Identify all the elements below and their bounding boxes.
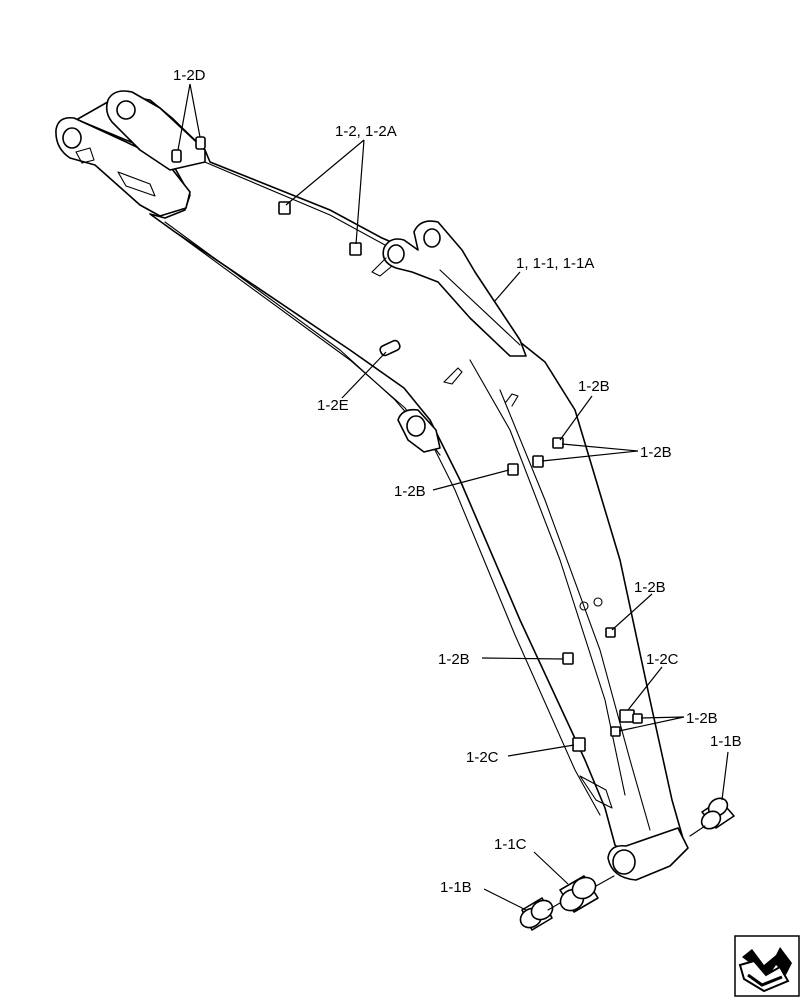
tip-bore: [612, 849, 636, 875]
leader-1-1b-right: [721, 751, 729, 801]
bracket-hook: [371, 257, 393, 277]
callout-1-2b-top: 1-2B: [578, 378, 610, 395]
block-1-2b-lowright-b: [610, 726, 621, 737]
foot-lug-left-slot: [117, 171, 156, 197]
lower-web-line: [164, 221, 601, 816]
block-1-2b-mid: [605, 627, 616, 638]
side-hole-2: [593, 597, 603, 607]
callout-1-2b-mid: 1-2B: [634, 579, 666, 596]
clip-1-2c-left: [572, 737, 586, 752]
tab-bracket-2: [505, 393, 519, 407]
grease-fitting-1-2d-b: [195, 136, 206, 150]
foot-lug-left: [55, 116, 191, 217]
leader-1-2d: [177, 83, 201, 151]
block-1-2b-lowright-a: [632, 713, 643, 724]
callout-1-1c: 1-1C: [494, 836, 527, 853]
bushing-1-1c: [559, 875, 599, 913]
bushings: [519, 797, 735, 931]
leader-1-2b-right: [541, 443, 639, 462]
leader-1-1c: [533, 851, 569, 885]
foot-lug-left-bore: [62, 127, 82, 149]
block-1-2b-right: [532, 455, 544, 468]
leader-1-2e: [341, 351, 387, 399]
callout-labels: 1-2D 1-2, 1-2A 1, 1-1, 1-1A 1-2E 1-2B 1-…: [173, 67, 742, 896]
plate-1-2-b: [349, 242, 362, 256]
callout-1-2b-lowleft: 1-2B: [438, 651, 470, 668]
bushing-1-1b-right: [700, 797, 735, 830]
callout-1-1b-left: 1-1B: [440, 879, 472, 896]
bracket-inner-line: [439, 269, 521, 346]
side-hole-1: [579, 601, 589, 611]
leader-1-2-1-2a: [285, 139, 365, 245]
leader-1-2c-right: [627, 666, 663, 711]
grease-fitting-1-2d-a: [171, 149, 182, 163]
foot-lug-left-tab: [75, 147, 95, 164]
leader-1-2b-left: [432, 469, 510, 491]
leader-1-2b-lowleft: [481, 657, 564, 660]
side-edge-line: [499, 389, 651, 831]
arm-cylinder-bracket: [382, 220, 527, 357]
callout-1-2b-lowright: 1-2B: [686, 710, 718, 727]
leader-1-2b-lowright: [618, 716, 685, 732]
callout-1-2c-left: 1-2C: [466, 749, 499, 766]
callout-1-1-1-1a: 1, 1-1, 1-1A: [516, 255, 594, 272]
plate-1-2-a: [278, 201, 291, 215]
clip-1-2c-right: [619, 709, 635, 723]
bushing-1-1b-left: [519, 897, 554, 931]
tab-bracket-1: [443, 367, 463, 385]
tip-gusset: [579, 775, 613, 809]
leader-1-1-1-1a: [493, 271, 521, 303]
callout-1-2c-right: 1-2C: [646, 651, 679, 668]
leader-1-2c-left: [507, 744, 575, 757]
bracket-bore-left: [387, 244, 405, 264]
block-1-2b-top: [552, 437, 564, 449]
leader-1-2b-mid: [611, 593, 653, 631]
callout-1-2-1-2a: 1-2, 1-2A: [335, 123, 397, 140]
callout-1-1b-right: 1-1B: [710, 733, 742, 750]
bracket-bore-right: [423, 228, 441, 248]
boom-cylinder-boss-bore: [406, 415, 426, 437]
callout-1-2b-right: 1-2B: [640, 444, 672, 461]
leader-1-2b-top: [559, 395, 593, 441]
leader-lines: [177, 83, 729, 911]
foot-lug-right-bore: [116, 100, 136, 120]
callout-1-2e: 1-2E: [317, 397, 349, 414]
callout-1-2b-left: 1-2B: [394, 483, 426, 500]
next-page-arrow-icon[interactable]: [734, 935, 800, 997]
block-1-2b-lowleft: [562, 652, 574, 665]
callout-1-2d: 1-2D: [173, 67, 206, 84]
boom-structure: [55, 90, 689, 881]
pipe-clamp-1-2e: [379, 339, 401, 357]
bushing-axis-line: [547, 825, 706, 911]
leader-1-1b-left: [483, 888, 527, 911]
small-parts: [171, 136, 643, 752]
block-1-2b-left: [507, 463, 519, 476]
